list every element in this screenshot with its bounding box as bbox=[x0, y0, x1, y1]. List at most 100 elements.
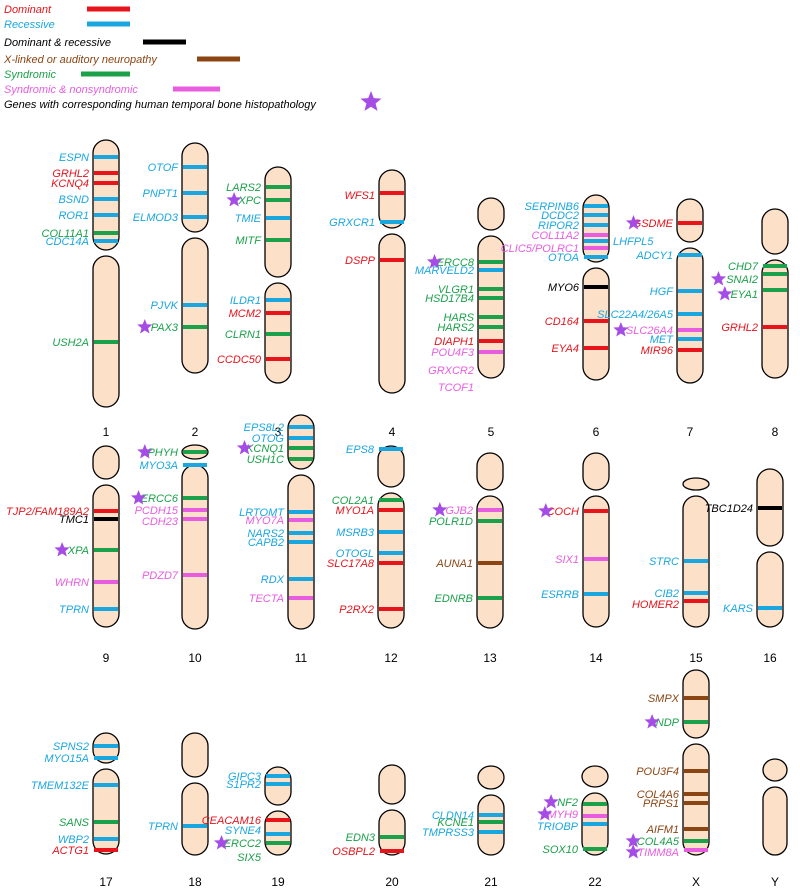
star-icon bbox=[537, 806, 553, 821]
gene-vlgr1: VLGR1 bbox=[438, 284, 503, 296]
gene-smpx: SMPX bbox=[648, 693, 708, 705]
chromosome-q-arm bbox=[92, 255, 120, 408]
gene-pax3: PAX3 bbox=[137, 319, 207, 334]
legend-label: Dominant & recessive bbox=[4, 37, 111, 49]
gene-label: COL4A5 bbox=[637, 836, 680, 848]
gene-label: EDN3 bbox=[346, 832, 376, 844]
gene-label: EDNRB bbox=[434, 593, 473, 605]
chromosome-number: 19 bbox=[271, 875, 285, 889]
chromosome-7: GSDMEADCY1HGFSLC22A4/26A5SLC26A4METMIR96… bbox=[597, 198, 704, 439]
gene-mir96: MIR96 bbox=[641, 345, 702, 357]
chromosome-q-arm bbox=[92, 768, 120, 855]
gene-label: SIX5 bbox=[237, 852, 262, 864]
gene-msrb3: MSRB3 bbox=[336, 527, 403, 539]
gene-myo7a: MYO7A bbox=[245, 515, 313, 527]
gene-esrrb: ESRRB bbox=[541, 589, 608, 601]
gene-pcdh15: PCDH15 bbox=[135, 505, 207, 517]
chromosome-p-arm bbox=[477, 765, 505, 790]
gene-pnpt1: PNPT1 bbox=[143, 188, 207, 200]
chromosome-q-arm bbox=[92, 484, 120, 628]
gene-otogl: OTOGL bbox=[336, 548, 403, 560]
chromosome-q-arm bbox=[682, 743, 710, 856]
gene-label: SLC26A4 bbox=[626, 325, 673, 337]
gene-label: PAX3 bbox=[151, 322, 179, 334]
gene-homer2: HOMER2 bbox=[632, 599, 708, 611]
gene-label: POU3F4 bbox=[636, 766, 679, 778]
gene-cib2: CIB2 bbox=[655, 588, 708, 600]
star-icon bbox=[130, 490, 147, 505]
star-icon bbox=[543, 794, 559, 809]
gene-tmprss3: TMPRSS3 bbox=[422, 827, 503, 839]
gene-grhl2: GRHL2 bbox=[721, 322, 787, 334]
gene-sans: SANS bbox=[59, 817, 118, 829]
chromosome-number: 5 bbox=[488, 425, 495, 439]
gene-label: GJB2 bbox=[445, 505, 473, 517]
gene-label: TMPRSS3 bbox=[422, 827, 475, 839]
gene-eps8: EPS8 bbox=[346, 444, 403, 456]
gene-label: HOMER2 bbox=[632, 599, 679, 611]
gene-ercc2: ERCC2 bbox=[213, 835, 290, 850]
gene-label: WBP2 bbox=[58, 834, 89, 846]
gene-label: COL11A1 bbox=[42, 228, 90, 240]
gene-label: LHFPL5 bbox=[613, 236, 654, 248]
chromosome-q-arm bbox=[477, 235, 505, 379]
gene-label: EPS8L2 bbox=[244, 422, 284, 434]
gene-tprn: TPRN bbox=[148, 821, 207, 833]
gene-timm8a: TIMM8A bbox=[625, 844, 708, 859]
chromosome-q-arm bbox=[762, 786, 788, 856]
legend-label: Dominant bbox=[4, 4, 52, 16]
gene-label: MSRB3 bbox=[336, 527, 375, 539]
gene-ush1c: USH1C bbox=[247, 454, 313, 466]
gene-label: EPS8 bbox=[346, 444, 375, 456]
chromosome-q-arm bbox=[378, 809, 406, 856]
gene-label: KCNQ1 bbox=[246, 443, 284, 455]
gene-strc: STRC bbox=[649, 556, 708, 568]
gene-clic5-polrc1: CLIC5/POLRC1 bbox=[501, 243, 608, 255]
gene-label: PRPS1 bbox=[643, 798, 679, 810]
chromosome-p-arm bbox=[676, 198, 704, 243]
gene-otof: OTOF bbox=[148, 162, 207, 174]
chromosome-number: 7 bbox=[687, 425, 694, 439]
gene-label: ERCC2 bbox=[224, 838, 261, 850]
gene-tmie: TMIE bbox=[235, 213, 290, 225]
star-icon bbox=[213, 835, 230, 850]
chromosome-number: 8 bbox=[772, 425, 779, 439]
gene-label: TMC1 bbox=[59, 514, 89, 526]
star-icon bbox=[54, 542, 70, 557]
chromosome-number: 14 bbox=[589, 651, 603, 665]
gene-col11a1: COL11A1 bbox=[42, 228, 118, 240]
gene-label: MARVELD2 bbox=[415, 265, 474, 277]
gene-kcne1: KCNE1 bbox=[437, 817, 503, 829]
gene-ercc8: ERCC8 bbox=[426, 254, 503, 269]
gene-cdc14a: CDC14A bbox=[46, 236, 118, 248]
gene-adcy1: ADCY1 bbox=[635, 250, 702, 262]
gene-label: MYO6 bbox=[548, 282, 580, 294]
legend-item-x-linked-or-auditory-neuropathy: X-linked or auditory neuropathy bbox=[3, 54, 240, 66]
gene-dcdc2: DCDC2 bbox=[541, 210, 608, 222]
legend-item-dominant-recessive: Dominant & recessive bbox=[4, 37, 186, 49]
gene-label: MYH9 bbox=[547, 809, 578, 821]
gene-ush2a: USH2A bbox=[52, 337, 118, 349]
chromosome-number: 18 bbox=[188, 875, 202, 889]
gene-label: TMIE bbox=[235, 213, 262, 225]
gene-ercc6: ERCC6 bbox=[130, 490, 207, 505]
gene-tmem132e: TMEM132E bbox=[31, 780, 118, 792]
gene-label: COL2A1 bbox=[332, 495, 374, 507]
legend-label: Recessive bbox=[4, 19, 55, 31]
chromosome-p-arm bbox=[378, 169, 406, 229]
gene-label: CDC14A bbox=[46, 236, 89, 248]
gene-label: GRXCR1 bbox=[329, 217, 375, 229]
legend-item-recessive: Recessive bbox=[4, 19, 130, 31]
gene-label: NF2 bbox=[557, 797, 578, 809]
gene-label: SIX1 bbox=[555, 554, 579, 566]
gene-met: MET bbox=[650, 334, 702, 346]
chromosome-p-arm bbox=[264, 166, 292, 278]
chromosome-p-arm bbox=[582, 452, 610, 491]
star-icon bbox=[432, 502, 448, 517]
chromosome-number: 13 bbox=[483, 651, 497, 665]
gene-diaph1: DIAPH1 bbox=[434, 336, 503, 348]
